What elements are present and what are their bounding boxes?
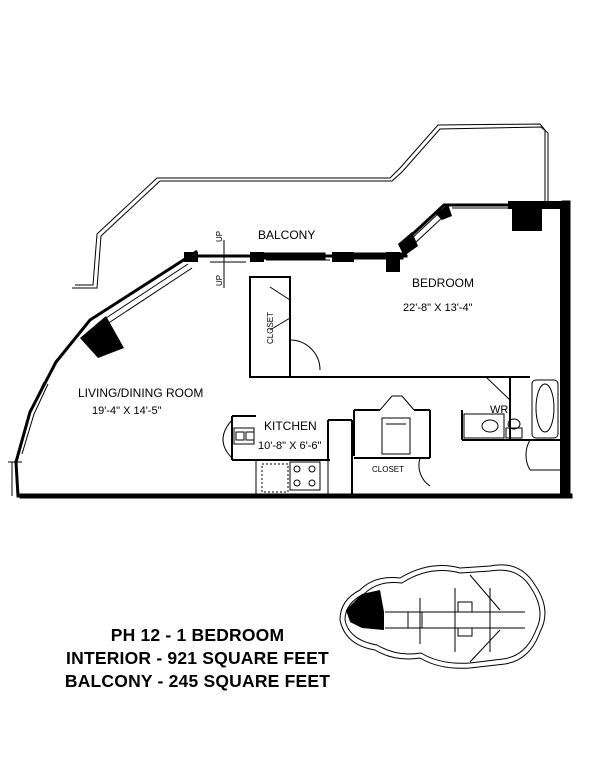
interior-walls bbox=[231, 276, 560, 494]
windows bbox=[8, 207, 510, 496]
fridge bbox=[261, 463, 289, 493]
bedroom-label: BEDROOM bbox=[412, 276, 474, 290]
kitchen-dims: 10'-8" X 6'-6" bbox=[258, 440, 321, 452]
closet-hall-label: CLOSET bbox=[372, 465, 404, 474]
wall-blocks bbox=[80, 201, 570, 496]
closet-bedroom-label: CLOSET bbox=[266, 312, 275, 344]
balcony-outline bbox=[72, 123, 549, 289]
counter bbox=[255, 459, 329, 495]
kitchen-label: KITCHEN bbox=[264, 419, 317, 433]
vanity bbox=[463, 413, 505, 439]
stove bbox=[289, 461, 321, 491]
balcony-area: BALCONY - 245 SQUARE FEET bbox=[64, 671, 331, 691]
interior-area: INTERIOR - 921 SQUARE FEET bbox=[66, 648, 329, 668]
bathtub bbox=[531, 379, 559, 439]
wr-label: WR bbox=[490, 404, 508, 416]
unit-title: PH 12 - 1 BEDROOM bbox=[110, 625, 285, 645]
balcony-label: BALCONY bbox=[258, 228, 315, 242]
stair-up-top-label: UP bbox=[215, 231, 224, 242]
living-label: LIVING/DINING ROOM bbox=[78, 386, 203, 400]
key-plan bbox=[339, 564, 546, 669]
stair-up-bottom-label: UP bbox=[215, 275, 224, 286]
door-swings bbox=[269, 286, 560, 487]
unit-caption: PH 12 - 1 BEDROOM INTERIOR - 921 SQUARE … bbox=[0, 624, 395, 693]
key-plan-highlight bbox=[346, 590, 384, 630]
washer bbox=[381, 417, 411, 455]
toilet bbox=[505, 427, 523, 439]
bedroom-dims: 22'-8" X 13'-4" bbox=[403, 302, 473, 314]
fixtures bbox=[210, 240, 559, 495]
living-dims: 19'-4" X 14'-5" bbox=[92, 405, 162, 417]
